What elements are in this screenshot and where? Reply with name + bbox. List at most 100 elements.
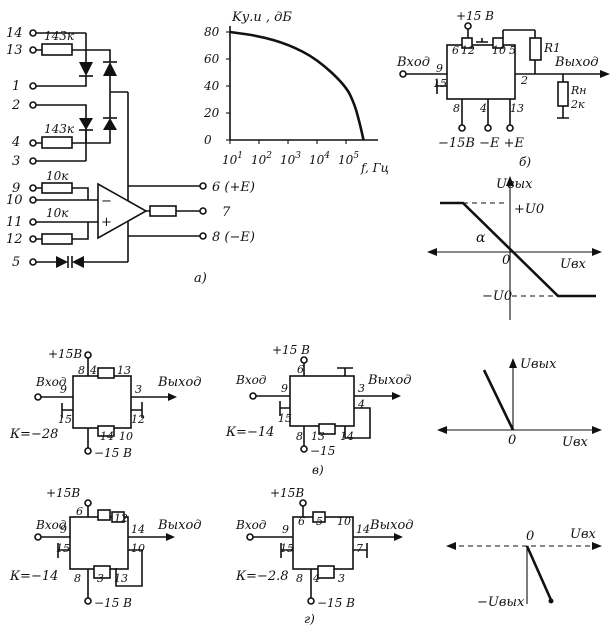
pin-8-neg-e: 8 (−E): [212, 230, 255, 245]
freq-x-tick-label: 105: [338, 151, 359, 167]
pin-10-label: 10: [6, 193, 23, 208]
g1-pin-9: 9: [60, 523, 67, 536]
g1-supply: +15В: [46, 486, 80, 500]
freq-x-tick-label: 103: [280, 151, 301, 167]
v2-ic-body: [289, 375, 355, 427]
g1-output: Выход: [157, 518, 202, 533]
caption-v: в): [312, 463, 324, 477]
v2-pin-6: 6: [297, 363, 304, 376]
transfer-origin: 0: [502, 253, 510, 268]
transfer-v-x-axis: Uвх: [562, 435, 589, 450]
freq-y-tick-label: 0: [204, 133, 212, 147]
b-pin-13: 13: [510, 102, 524, 115]
g1-pin-15: 15: [56, 542, 70, 555]
g2-pin-9: 9: [282, 523, 289, 536]
transfer-characteristic-chart: Uвых Uвх +U0 −U0 0 α: [427, 176, 602, 320]
pin-2-label: 2: [11, 98, 20, 113]
transfer-v-origin: 0: [508, 433, 516, 448]
freq-y-tick-label: 60: [204, 52, 220, 66]
v1-output: Выход: [157, 375, 202, 390]
g1-input: Вход: [35, 518, 67, 532]
transfer-v-y-axis: Uвых: [520, 357, 557, 372]
freq-y-tick-label: 80: [204, 25, 220, 39]
g2-neg-supply: −15 В: [317, 596, 355, 610]
pin-3-label: 3: [12, 154, 20, 169]
freq-y-tick-label: 20: [203, 106, 220, 120]
transfer-g-origin: 0: [526, 529, 534, 544]
b-pin-2: 2: [520, 74, 528, 87]
circuit-g1: +15В Вход Выход К=−14 −15 В 6 12 9 14 15…: [9, 486, 202, 610]
freq-x-tick-label: 104: [309, 151, 330, 167]
b-rn-value: 2к: [570, 98, 585, 111]
g2-gain: К=−2.8: [235, 569, 289, 584]
v2-supply: +15 В: [272, 343, 310, 357]
v1-pin-13: 13: [117, 364, 131, 377]
pin-4-label: 4: [11, 135, 20, 150]
transfer-v-chart: Uвых Uвх 0: [437, 357, 602, 450]
transfer-g-line: [525, 545, 553, 601]
b-output-label: Выход: [554, 55, 599, 70]
caption-b: б): [519, 155, 531, 169]
v1-pin-12: 12: [131, 413, 145, 426]
opamp-plus: +: [101, 215, 112, 230]
v1-pin-15: 15: [58, 413, 72, 426]
v1-neg-supply: −15 В: [94, 446, 132, 460]
v2-neg-supply: −15: [310, 444, 335, 458]
g1-pin-13: 13: [114, 572, 128, 585]
b-rn-name: Rн: [570, 84, 587, 97]
freq-chart-axes: [229, 26, 378, 141]
v2-pin-4: 4: [357, 398, 365, 411]
v2-pin-13: 13: [311, 430, 325, 443]
v1-pin-4: 4: [89, 364, 97, 377]
g1-pin-3: 3: [97, 572, 104, 585]
res-143k-top: 143к: [44, 29, 75, 43]
g1-pin-10: 10: [131, 542, 145, 555]
pin-11-label: 11: [6, 215, 23, 230]
freq-response-curve: [229, 30, 365, 141]
pin-6-pos-e: 6 (+E): [212, 180, 255, 195]
g2-pin-14: 14: [356, 523, 370, 536]
b-pin-10: 10: [492, 44, 506, 57]
v1-pin-10: 10: [119, 430, 133, 443]
v2-pin-14: 14: [340, 430, 354, 443]
b-pin-5: 5: [509, 44, 516, 57]
b-pin-9: 9: [436, 62, 443, 75]
g1-pin-12: 12: [114, 512, 128, 525]
pin-13-label: 13: [6, 43, 23, 58]
freq-y-tick-label: 40: [203, 79, 220, 93]
transfer-g-y-axis: −Uвых: [477, 595, 525, 610]
v1-pin-3: 3: [135, 383, 142, 396]
freq-chart-ylabel: Kу.и , дБ: [231, 10, 292, 25]
v2-gain: К=−14: [225, 425, 274, 440]
g1-ic-body: [69, 516, 129, 570]
pin-5-label: 5: [12, 255, 20, 270]
g1-pin-6: 6: [76, 505, 83, 518]
pin-12-label: 12: [6, 232, 23, 247]
g2-input: Вход: [235, 518, 267, 532]
pin-1-label: 1: [12, 79, 20, 94]
transfer-g-x-axis: Uвх: [570, 527, 597, 542]
g1-pin-14: 14: [131, 523, 145, 536]
transfer-curve: [440, 201, 596, 298]
opamp-minus: −: [101, 194, 112, 209]
panel-a-circuit: 14 13 1 2 4 3 9 10 11 12 5 143к: [6, 26, 255, 286]
g2-output: Выход: [369, 518, 414, 533]
b-supply-label: +15 В: [456, 9, 494, 23]
g1-gain: К=−14: [9, 569, 58, 584]
b-ic-body: [446, 44, 516, 100]
v1-ic-body: [72, 375, 132, 429]
b-pin-4: 4: [479, 102, 487, 115]
b-r1-label: R1: [543, 41, 561, 55]
v1-pin-8: 8: [78, 364, 85, 377]
v1-supply: +15В: [48, 347, 82, 361]
v2-pin-9: 9: [281, 382, 288, 395]
opamp-symbol: [97, 182, 148, 240]
g2-supply: +15В: [270, 486, 304, 500]
v1-pin-14: 14: [100, 430, 114, 443]
freq-x-tick-label: 102: [251, 151, 272, 167]
pin-14-label: 14: [6, 26, 23, 41]
v1-gain: К=−28: [9, 427, 58, 442]
panel-b-circuit: +15 В R1 Вход Выход Rн 2к 6 12 10 5 9 15…: [396, 9, 610, 169]
transfer-v-line: [482, 369, 515, 431]
